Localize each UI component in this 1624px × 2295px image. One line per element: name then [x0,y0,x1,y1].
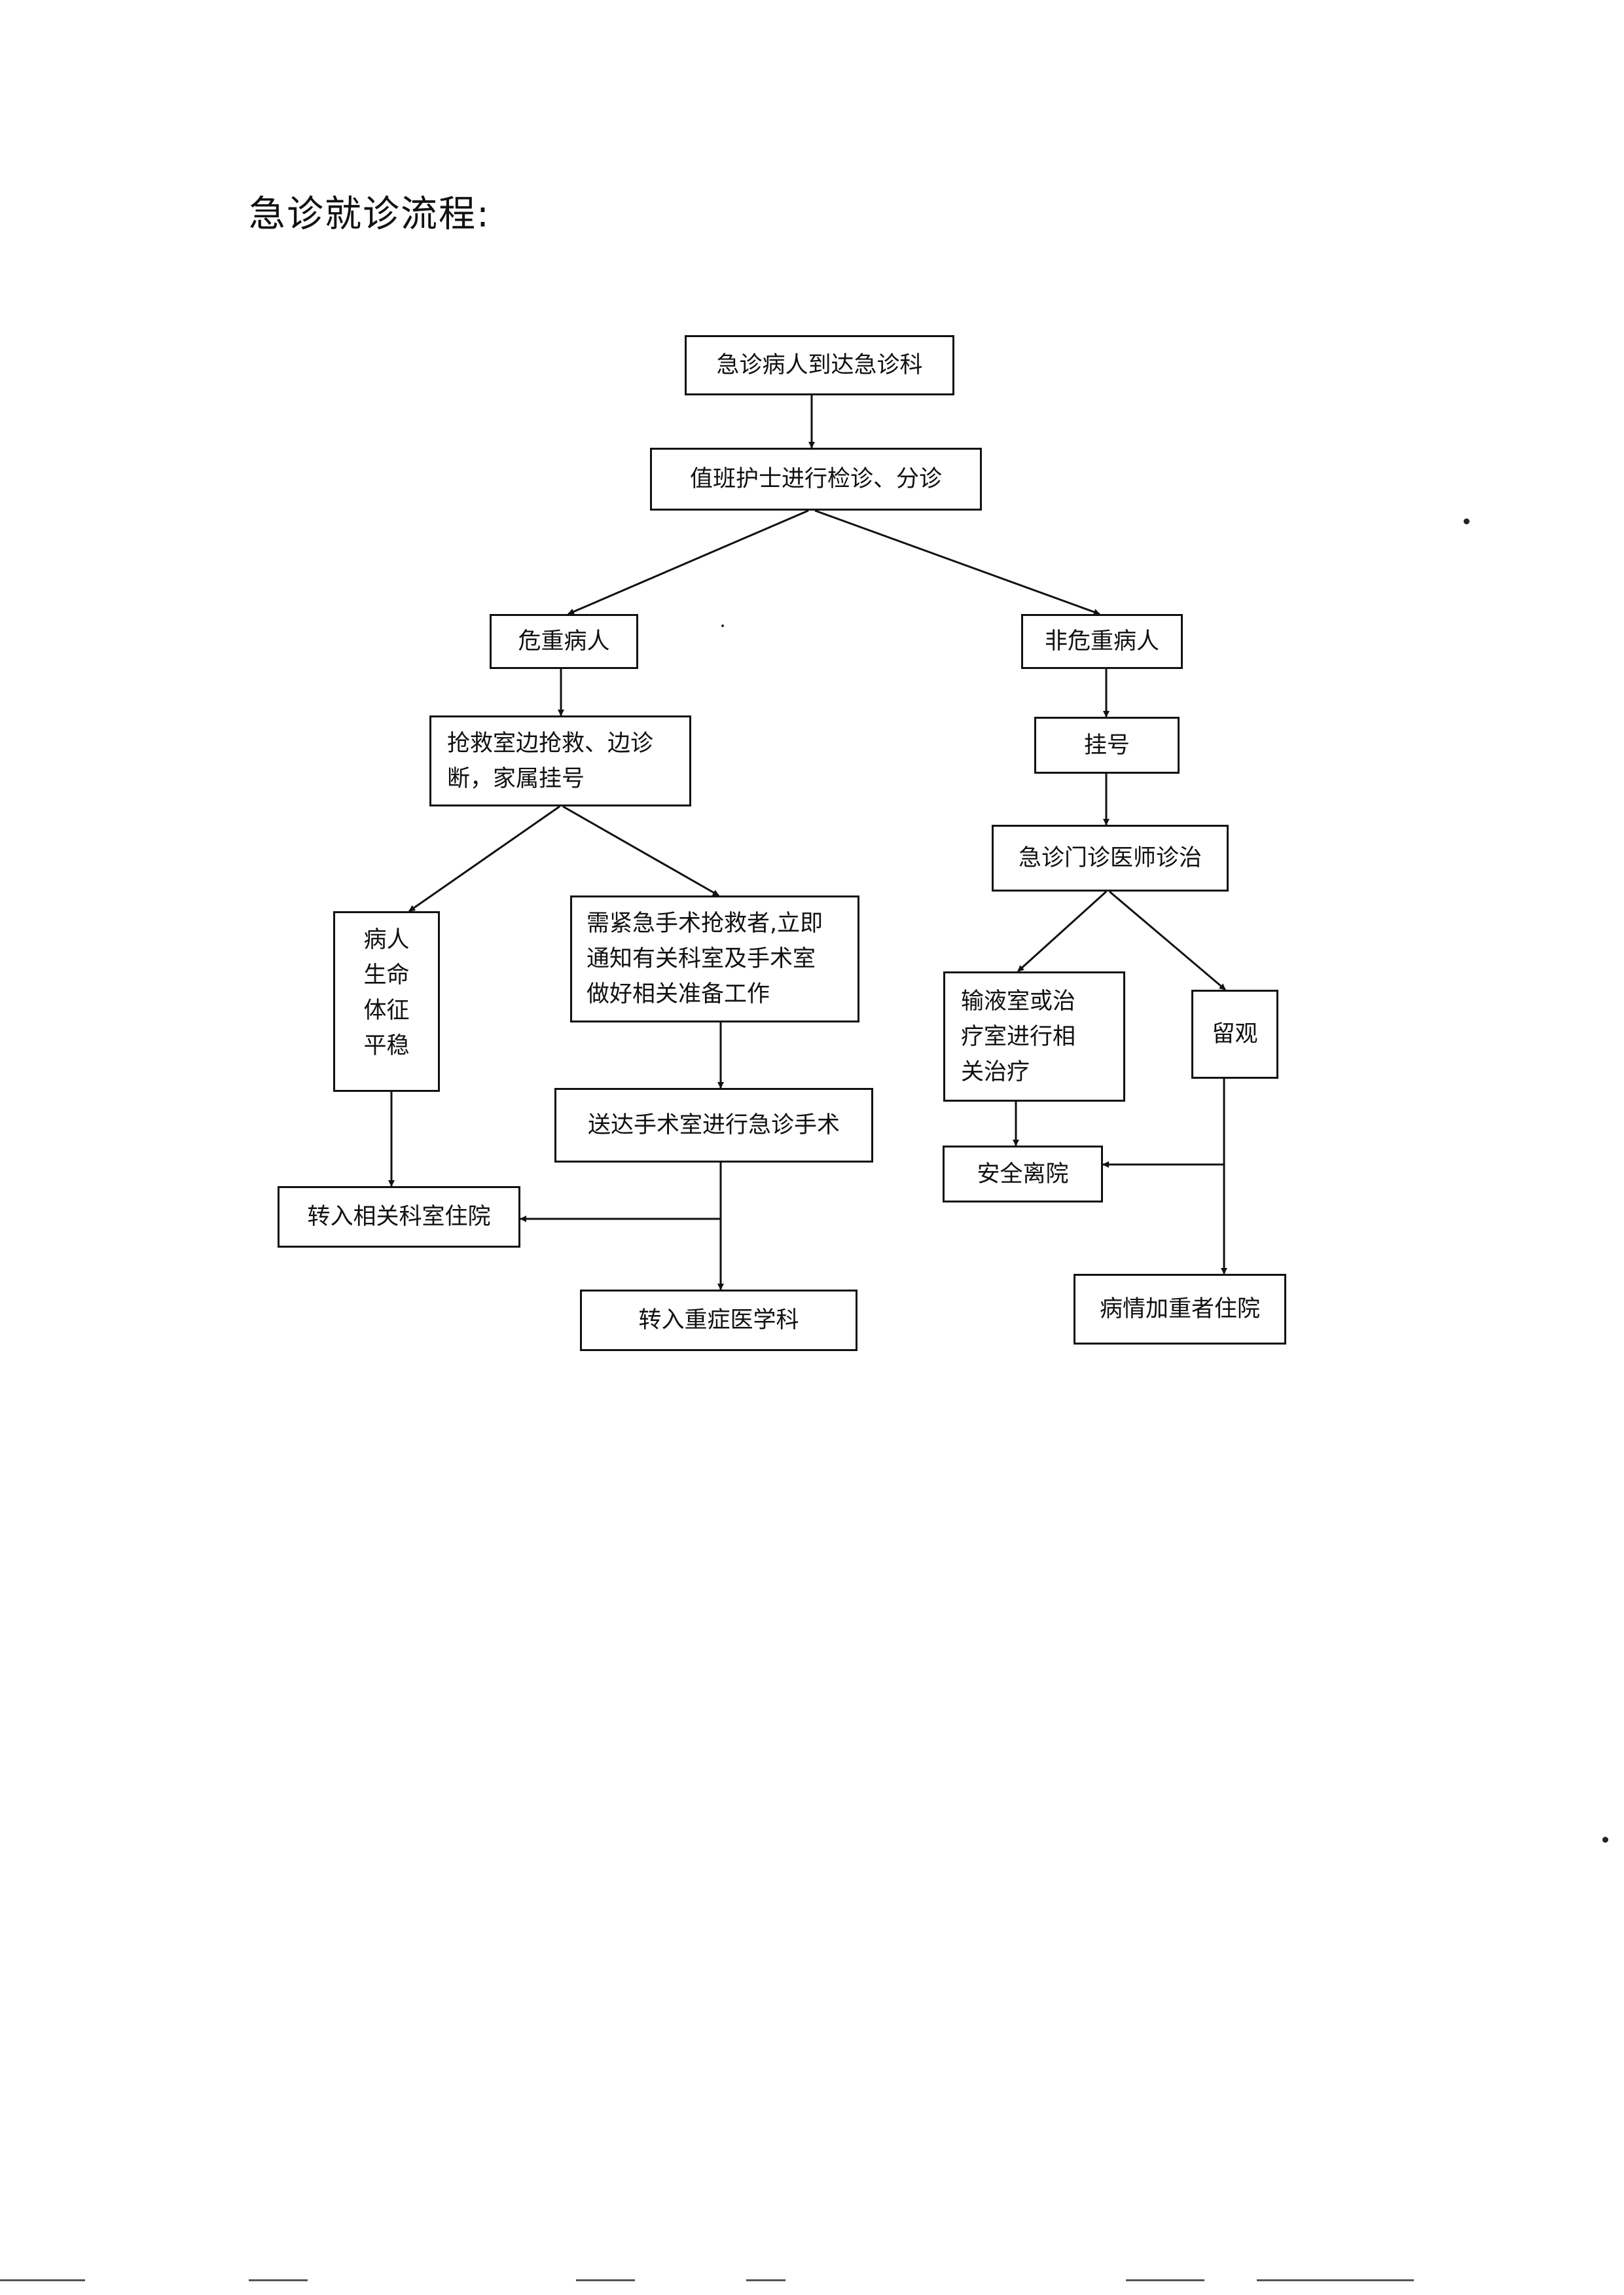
node-safe-leave-label: 安全离院 [977,1161,1069,1187]
arrow-triage-noncritical [814,509,1100,615]
node-icu: 转入重症医学科 [580,1290,857,1351]
node-noncritical-label: 非危重病人 [1044,628,1159,655]
node-critical-label: 危重病人 [518,628,610,655]
node-stable-label: 病人 生命 体征 平稳 [363,927,410,1059]
node-safe-leave: 安全离院 [943,1146,1103,1202]
node-arrive: 急诊病人到达急诊科 [685,335,954,395]
arrow-doctor-infusion [1017,890,1108,973]
node-surgery: 送达手术室进行急诊手术 [554,1088,873,1163]
node-critical: 危重病人 [490,614,638,669]
node-infusion: 输液室或治 疗室进行相 关治疗 [943,971,1125,1102]
scan-line [0,2279,85,2281]
node-observe: 留观 [1191,990,1278,1079]
node-register: 挂号 [1034,717,1180,774]
node-surgery-needed-label: 需紧急手术抢救者,立即 通知有关科室及手术室 做好相关准备工作 [586,911,823,1007]
node-surgery-label: 送达手术室进行急诊手术 [587,1112,840,1138]
arrow-rescue-surgeryneeded [562,805,719,897]
scan-speck [721,624,724,627]
node-triage-label: 值班护士进行检诊、分诊 [689,466,942,492]
node-worsen-label: 病情加重者住院 [1099,1296,1260,1322]
scan-line [746,2279,785,2281]
node-noncritical: 非危重病人 [1021,614,1183,669]
arrow-triage-critical [568,509,809,615]
node-arrive-label: 急诊病人到达急诊科 [716,352,923,378]
node-surgery-needed: 需紧急手术抢救者,立即 通知有关科室及手术室 做好相关准备工作 [570,895,859,1022]
scan-line [249,2279,308,2281]
node-triage: 值班护士进行检诊、分诊 [650,448,982,511]
node-rescue: 抢救室边抢救、边诊 断，家属挂号 [429,715,691,806]
scan-speck [1602,1837,1608,1843]
node-worsen: 病情加重者住院 [1074,1274,1286,1345]
scan-line [1126,2279,1204,2281]
arrow-doctor-observe [1109,890,1226,991]
arrow-rescue-stable [408,805,560,913]
scan-line [1257,2279,1414,2281]
node-rescue-label: 抢救室边抢救、边诊 断，家属挂号 [447,730,654,792]
node-observe-label: 留观 [1212,1021,1258,1047]
page-title: 急诊就诊流程: [249,193,490,236]
node-infusion-label: 输液室或治 疗室进行相 关治疗 [961,988,1076,1085]
node-transfer-ward: 转入相关科室住院 [278,1186,520,1248]
node-er-doctor: 急诊门诊医师诊治 [992,825,1229,892]
node-icu-label: 转入重症医学科 [638,1307,799,1333]
scan-speck [1464,518,1470,524]
node-er-doctor-label: 急诊门诊医师诊治 [1018,845,1202,871]
node-stable: 病人 生命 体征 平稳 [333,911,440,1092]
node-transfer-ward-label: 转入相关科室住院 [307,1204,491,1230]
node-register-label: 挂号 [1083,732,1130,759]
scan-line [576,2279,635,2281]
